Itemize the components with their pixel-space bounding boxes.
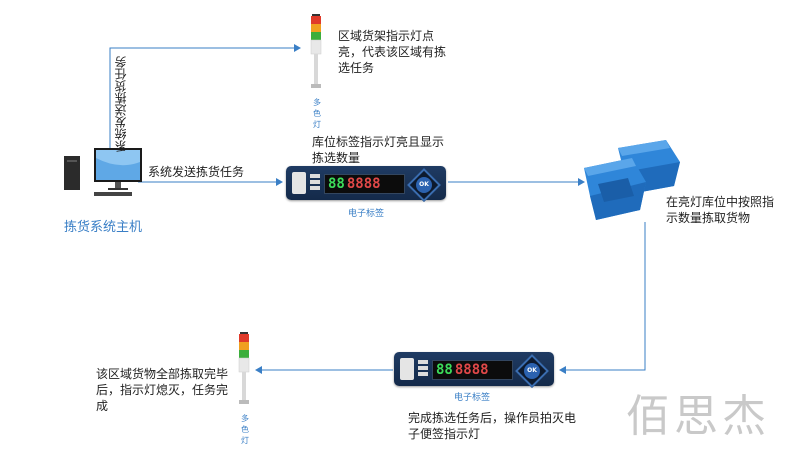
label1-ok-button[interactable]: OK (407, 168, 441, 202)
tower-light-icon (310, 14, 322, 88)
label2-keys (418, 360, 428, 378)
bottom-light-tiny-3: 灯 (241, 436, 249, 445)
bins-icon (584, 140, 680, 220)
label1-side-buttons (292, 172, 306, 194)
label2-display: 88 8888 (432, 360, 513, 380)
top-tower-light (308, 14, 324, 96)
host-label: 拣货系统主机 (64, 220, 143, 235)
tower-light-icon (238, 332, 250, 404)
edge-label-horizontal: 系统发送拣货任务 (148, 165, 245, 179)
label1-display: 88 8888 (324, 174, 405, 194)
bottom-light-tiny-2: 色 (241, 425, 249, 434)
arrow-bins-to-label2 (559, 222, 646, 374)
top-light-caption: 区域货架指示灯点亮，代表该区域有拣选任务 (338, 29, 447, 75)
label2-ok-text: OK (524, 363, 540, 379)
computer-icon (64, 148, 142, 196)
bottom-light-tiny-1: 多 (241, 414, 249, 423)
label1-green-digits: 88 (328, 176, 345, 192)
top-light-tiny-3: 灯 (313, 120, 321, 129)
label2-caption: 完成拣选任务后，操作员拍灭电子便签指示灯 (408, 411, 577, 441)
bins-caption: 在亮灯库位中按照指示数量拣取货物 (666, 195, 775, 225)
edge-label-vertical: 系统发送拣货任务 (114, 56, 128, 152)
bottom-light-caption: 该区域货物全部拣取完毕后，指示灯熄灭，任务完成 (96, 367, 229, 413)
storage-bins (584, 140, 684, 226)
watermark: 佰思杰 (626, 391, 770, 442)
label2-green-digits: 88 (436, 362, 453, 378)
label1-red-digits: 8888 (346, 176, 381, 192)
label2-side-buttons (400, 358, 414, 380)
top-light-tiny-1: 多 (313, 98, 321, 107)
label1-keys (310, 174, 320, 192)
label1-name: 电子标签 (348, 209, 385, 219)
label1-caption: 库位标签指示灯亮且显示拣选数量 (312, 135, 445, 165)
electronic-label-1: 88 8888 OK (286, 166, 446, 202)
host-computer (64, 148, 146, 220)
label2-name: 电子标签 (454, 393, 491, 403)
label2-red-digits: 8888 (454, 362, 489, 378)
electronic-label-2: 88 8888 OK (394, 352, 554, 388)
label1-ok-text: OK (416, 177, 432, 193)
bottom-tower-light (236, 332, 252, 412)
arrow-host-to-top-light (109, 44, 301, 152)
label2-ok-button[interactable]: OK (515, 354, 549, 388)
top-light-tiny-2: 色 (313, 109, 321, 118)
